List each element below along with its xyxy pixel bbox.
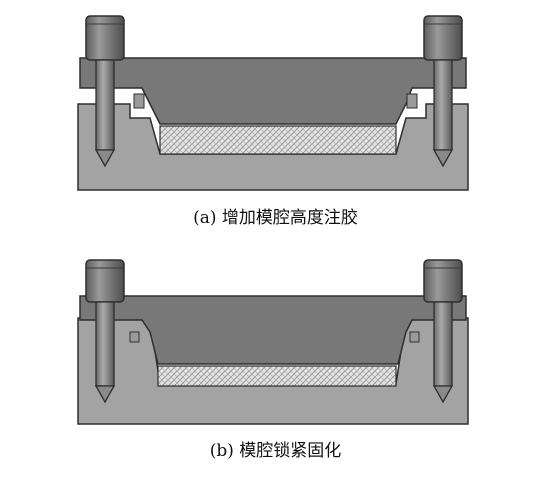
bolt-left: [85, 259, 125, 404]
figure-a: [0, 0, 551, 200]
diagram-mold-locked: [77, 259, 469, 425]
adhesive-layer: [157, 365, 397, 387]
locating-pin-left: [129, 331, 140, 343]
bolt-right: [423, 259, 463, 404]
caption-a: (a) 增加模腔高度注胶: [193, 208, 358, 228]
caption-b: (b) 模腔锁紧固化: [209, 441, 342, 461]
figure-b: [0, 248, 551, 434]
diagram-mold-raised: [77, 15, 469, 191]
bolt-left: [85, 15, 125, 168]
upper-mold-plate: [79, 295, 467, 365]
bolt-right: [423, 15, 463, 168]
lower-mold-base: [77, 103, 469, 191]
locating-pin-right: [406, 93, 418, 109]
locating-pin-left: [133, 93, 145, 109]
upper-mold-plate: [79, 57, 467, 125]
locating-pin-right: [409, 331, 420, 343]
adhesive-layer: [159, 125, 397, 155]
